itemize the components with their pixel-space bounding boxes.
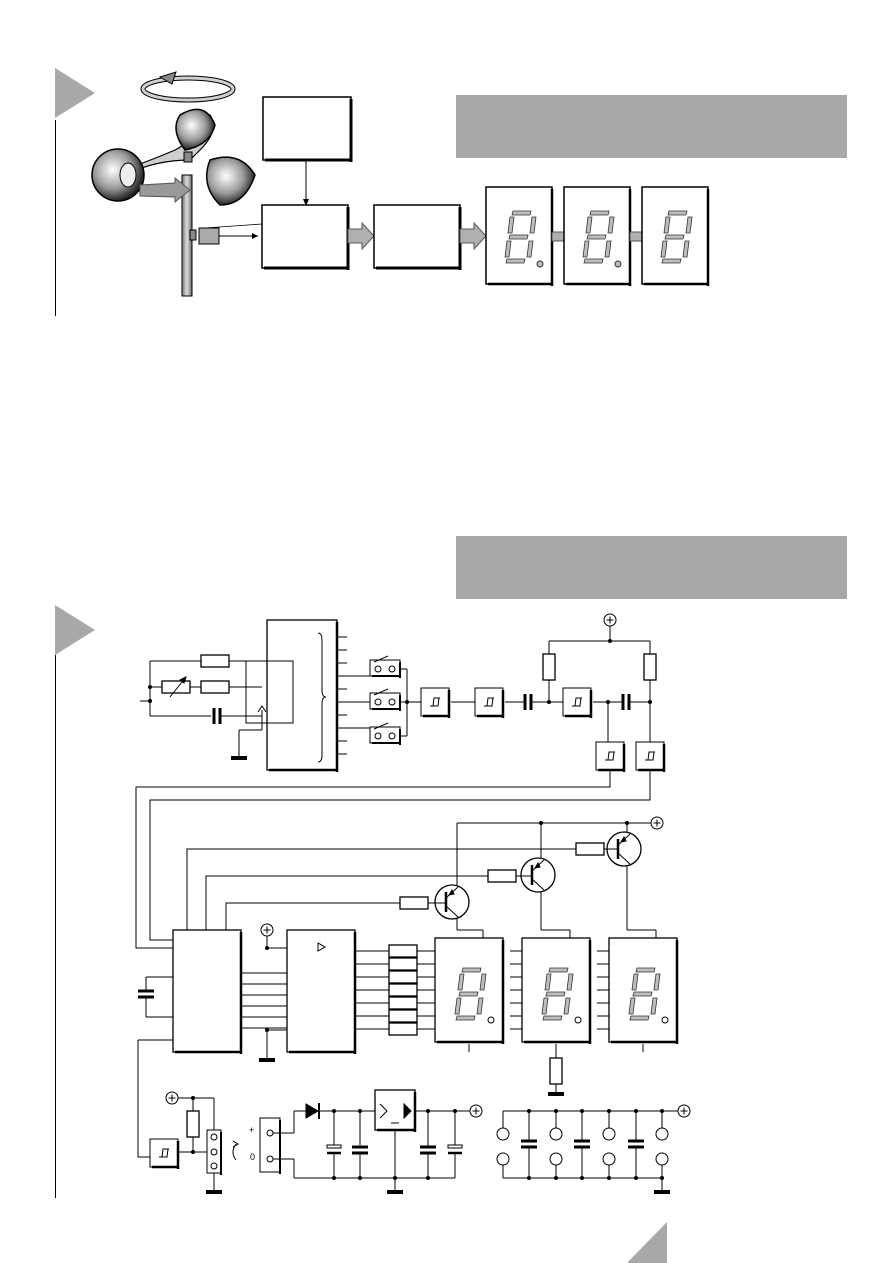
decoupling-bank — [496, 1104, 691, 1195]
decoder-ic — [258, 923, 435, 1063]
range-switches — [369, 655, 421, 746]
section-marker-bottom — [55, 605, 95, 655]
rotation-arrow-icon — [140, 71, 236, 103]
counter-ic — [136, 929, 287, 1158]
margin-rule-top — [55, 120, 56, 316]
section-banner-2 — [456, 536, 847, 599]
display-digit-3 — [641, 186, 710, 286]
decoder-to-display-arrow — [459, 221, 487, 251]
reference-block — [262, 96, 353, 206]
page-turn-marker — [627, 1222, 667, 1263]
display-digit-1 — [485, 186, 554, 286]
connector-label-zero: 0 — [250, 1152, 256, 1162]
margin-rule-bottom — [55, 655, 56, 1198]
schmitt-trigger-chain — [135, 613, 666, 949]
connector-label-plus: + — [249, 1125, 255, 1135]
anemometer-icon — [91, 108, 263, 297]
schematic-display-1 — [435, 938, 503, 1044]
sensor-input — [148, 1091, 239, 1195]
transistor-drivers — [186, 816, 664, 931]
schematic-display-2 — [510, 938, 590, 1097]
schematic-display-3 — [597, 938, 677, 1044]
section-banner-1 — [456, 95, 847, 158]
counter-to-decoder-arrow — [347, 221, 375, 251]
section-marker-top — [55, 68, 95, 118]
oscillator-section — [140, 619, 370, 772]
decoder-block — [373, 204, 462, 270]
counter-block — [261, 204, 350, 270]
power-supply — [259, 1089, 483, 1195]
